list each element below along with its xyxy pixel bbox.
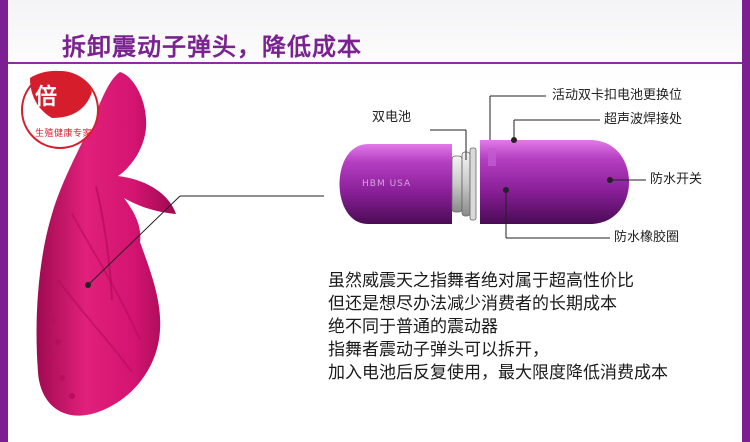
page-title: 拆卸震动子弹头，降低成本 xyxy=(62,33,362,61)
right-border-bar xyxy=(742,0,750,442)
logo-tagline: 生殖健康专家 xyxy=(35,129,93,139)
description-line: 绝不同于普通的震动器 xyxy=(328,317,498,337)
bullet-body xyxy=(480,140,629,224)
description-line: 但还是想尽办法减少消费者的长期成本 xyxy=(328,294,617,314)
bullet-cap xyxy=(339,144,452,224)
callout-dual-latch: 活动双卡扣电池更换位 xyxy=(552,88,683,103)
header-divider xyxy=(8,62,742,64)
left-border-bar xyxy=(0,0,8,442)
battery-rings xyxy=(451,147,477,221)
header-band xyxy=(8,0,742,84)
description-line: 指舞者震动子弹头可以拆开， xyxy=(328,340,549,360)
description-line: 加入电池后反复使用，最大限度降低消费成本 xyxy=(328,363,668,383)
description-line: 虽然威震天之指舞者绝对属于超高性价比 xyxy=(328,271,634,291)
bullet-engraving: HBM USA xyxy=(362,179,412,189)
callout-battery: 双电池 xyxy=(372,110,412,125)
brand-logo xyxy=(21,70,99,149)
callout-switch: 防水开关 xyxy=(650,172,703,187)
callout-ultrasonic: 超声波焊接处 xyxy=(604,112,683,127)
description-text: 虽然威震天之指舞者绝对属于超高性价比 但还是想尽办法减少消费者的长期成本 绝不同… xyxy=(328,270,668,385)
callout-gasket: 防水橡胶圈 xyxy=(614,230,680,245)
finger-sleeve xyxy=(36,72,176,416)
logo-character: 倍 xyxy=(35,84,58,110)
sleeve-leader-line xyxy=(87,195,181,286)
